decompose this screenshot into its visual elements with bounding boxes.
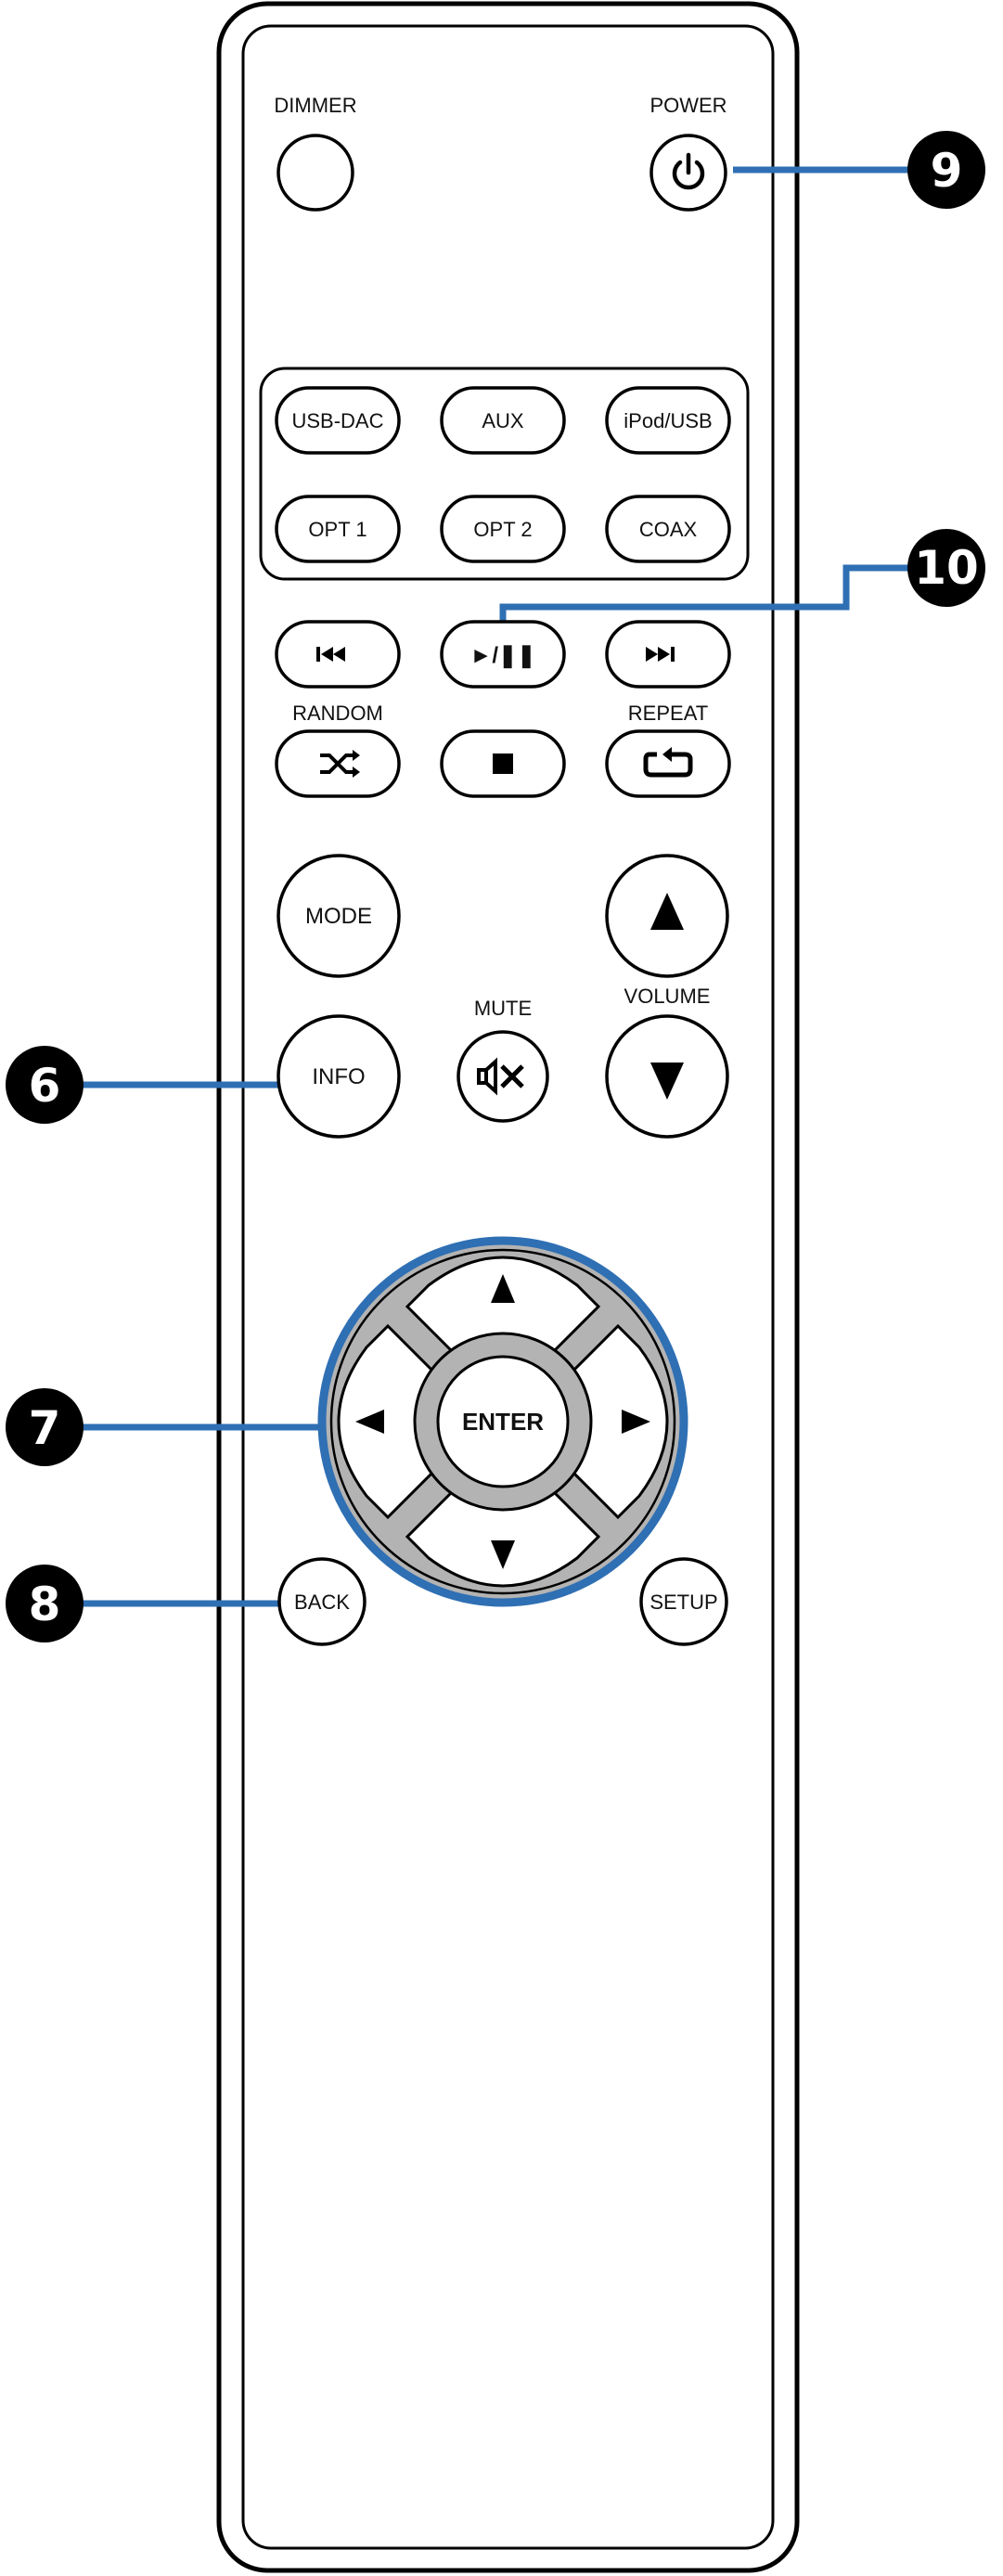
- enter-label: ENTER: [462, 1408, 544, 1436]
- play-pause-label: ►/❚❚: [470, 643, 536, 669]
- opt2-button[interactable]: OPT 2: [440, 495, 566, 563]
- power-button[interactable]: [649, 134, 727, 212]
- cursor-down-icon: [491, 1540, 515, 1569]
- dimmer-button[interactable]: [276, 134, 354, 212]
- power-icon: [672, 152, 705, 190]
- triangle-down-icon: [650, 1063, 684, 1100]
- random-button[interactable]: [275, 729, 401, 798]
- cursor-pad: ENTER: [317, 1236, 688, 1607]
- aux-button[interactable]: AUX: [440, 386, 566, 455]
- enter-button[interactable]: ENTER: [436, 1355, 570, 1488]
- cursor-up-icon: [491, 1274, 515, 1303]
- dimmer-label: DIMMER: [274, 94, 356, 117]
- mute-icon: [477, 1057, 524, 1096]
- mute-label: MUTE: [474, 997, 532, 1020]
- aux-label: AUX: [482, 409, 524, 432]
- setup-label: SETUP: [649, 1591, 717, 1614]
- usb-dac-label: USB-DAC: [291, 409, 383, 432]
- callout-power: 9: [907, 131, 985, 209]
- callout-cursor-number: 7: [29, 1401, 61, 1455]
- info-label: INFO: [312, 1064, 365, 1089]
- info-button[interactable]: INFO: [276, 1014, 401, 1139]
- setup-button[interactable]: SETUP: [639, 1557, 728, 1646]
- triangle-up-icon: [650, 893, 684, 930]
- skip-next-icon: [646, 647, 675, 662]
- back-label: BACK: [294, 1591, 350, 1614]
- callout-line-play-pause: [499, 564, 923, 636]
- opt1-button[interactable]: OPT 1: [275, 495, 401, 563]
- ipod-usb-button[interactable]: iPod/USB: [605, 386, 731, 455]
- skip-next-button[interactable]: [605, 620, 731, 689]
- power-label: POWER: [649, 94, 727, 117]
- volume-up-button[interactable]: [605, 854, 729, 978]
- callout-lines: [51, 166, 923, 1607]
- mute-button[interactable]: [456, 1030, 549, 1123]
- repeat-icon: [643, 747, 693, 778]
- callout-play-pause-number: 10: [914, 541, 979, 595]
- callout-back-number: 8: [29, 1578, 61, 1631]
- callout-power-number: 9: [931, 144, 963, 198]
- callout-back: 8: [6, 1565, 84, 1642]
- repeat-button[interactable]: [605, 729, 731, 798]
- callout-cursor: 7: [6, 1388, 84, 1466]
- opt2-label: OPT 2: [473, 518, 532, 541]
- skip-previous-icon: [316, 647, 345, 662]
- coax-label: COAX: [639, 518, 698, 541]
- opt1-label: OPT 1: [308, 518, 366, 541]
- play-pause-button[interactable]: ►/❚❚: [440, 620, 566, 689]
- cursor-right-icon: [622, 1410, 650, 1434]
- input-button-group: [259, 367, 750, 581]
- ipod-usb-label: iPod/USB: [624, 409, 712, 432]
- cursor-left-icon: [355, 1410, 384, 1434]
- remote-body-inner: [241, 24, 775, 2550]
- volume-label: VOLUME: [624, 985, 711, 1008]
- stop-icon: [493, 753, 513, 774]
- skip-previous-button[interactable]: [275, 620, 401, 689]
- random-label: RANDOM: [292, 702, 383, 725]
- repeat-label: REPEAT: [628, 702, 708, 725]
- callout-play-pause: 10: [907, 529, 985, 607]
- stop-button[interactable]: [440, 729, 566, 798]
- back-button[interactable]: BACK: [277, 1557, 366, 1646]
- volume-down-button[interactable]: [605, 1014, 729, 1139]
- mode-button[interactable]: MODE: [276, 854, 401, 978]
- shuffle-icon: [320, 750, 360, 778]
- coax-button[interactable]: COAX: [605, 495, 731, 563]
- callout-info-number: 6: [29, 1059, 61, 1113]
- mode-label: MODE: [305, 904, 372, 929]
- callout-info: 6: [6, 1046, 84, 1124]
- usb-dac-button[interactable]: USB-DAC: [275, 386, 401, 455]
